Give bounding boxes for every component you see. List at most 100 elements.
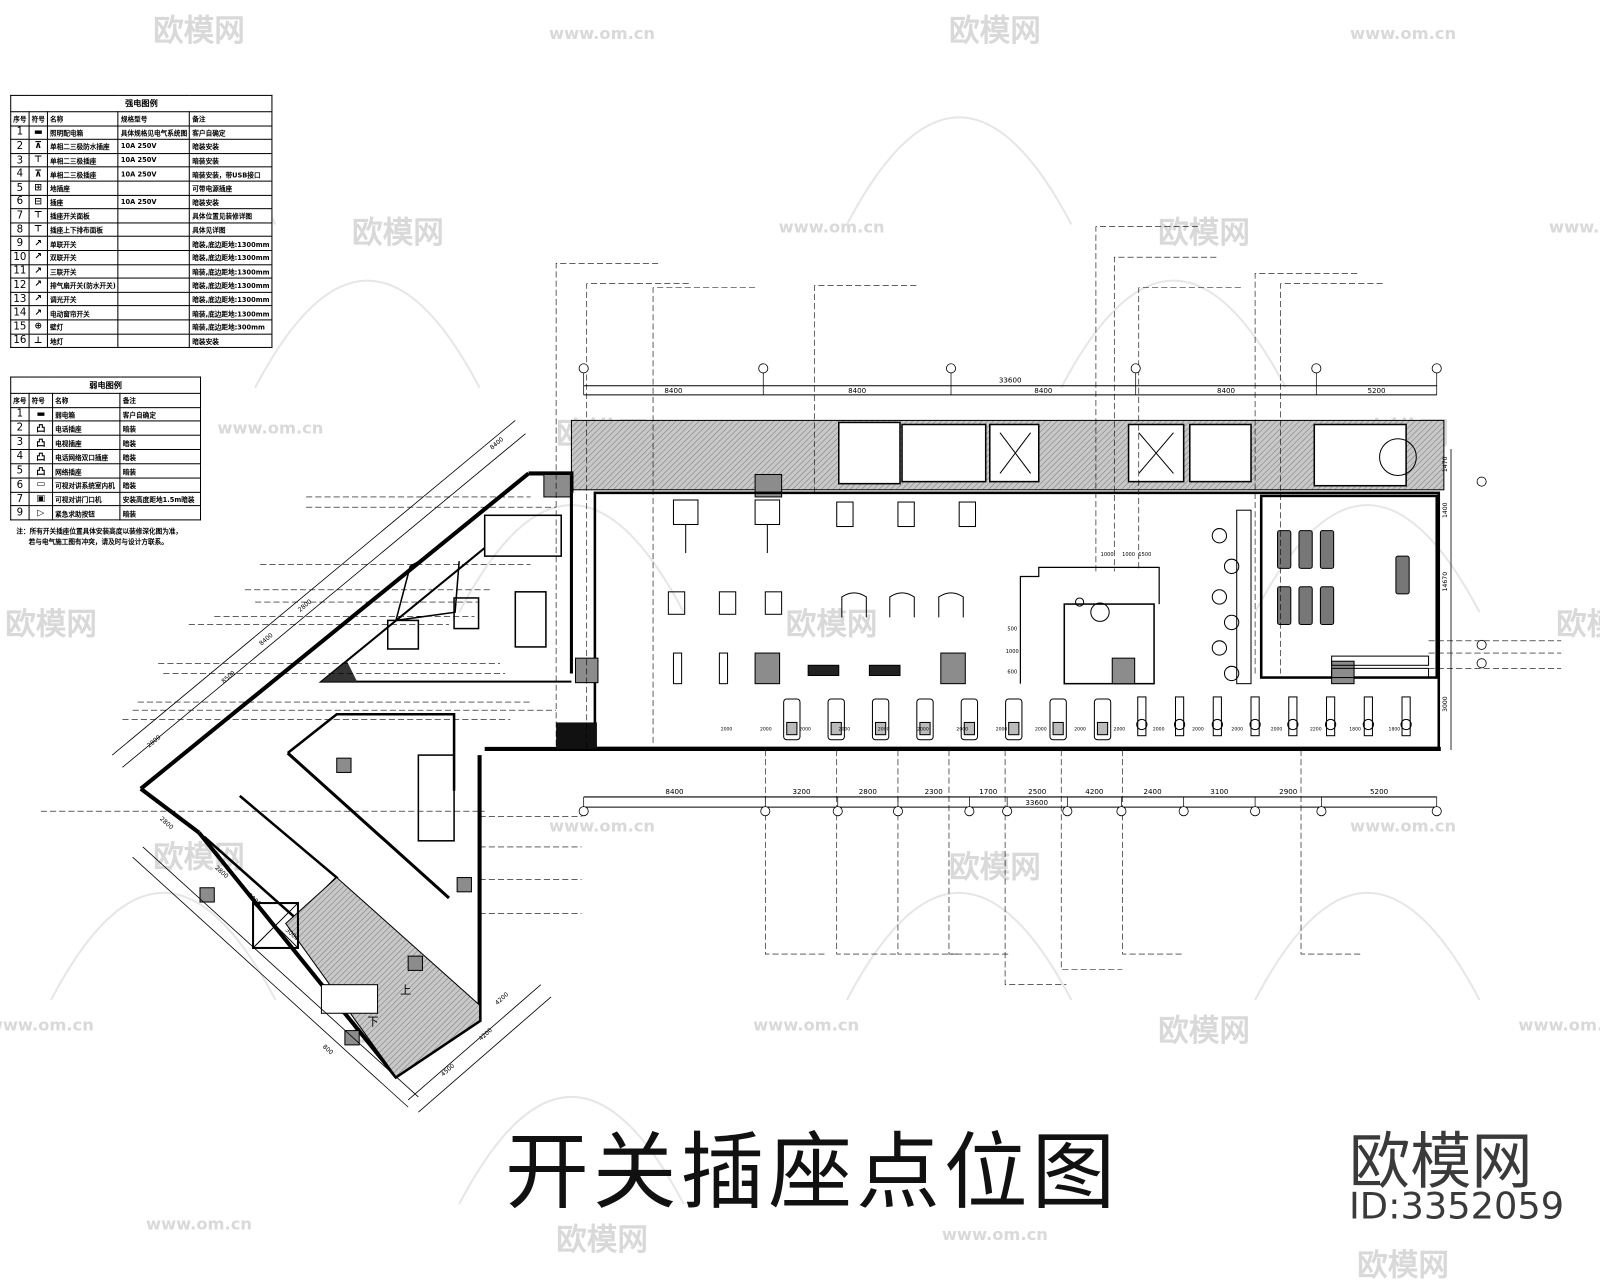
dimension-label: 2000: [1231, 727, 1243, 733]
legend-spec: [117, 263, 191, 279]
treadmill-base: [1052, 721, 1064, 736]
dimension-label: 1700: [979, 787, 998, 796]
watermark-arc: [458, 1095, 685, 1205]
legend-row: 9▷紧急求助按钮暗装: [10, 505, 202, 521]
treadmill-base: [963, 721, 975, 736]
callout-leaders: [40, 226, 1562, 985]
watermark-url: www.om.cn: [146, 1215, 252, 1234]
legend-symbol: ⊤: [28, 152, 48, 168]
legend-symbol: ↗: [28, 291, 48, 307]
watermark-logo: 欧模网: [352, 216, 444, 251]
round-column: [1379, 438, 1417, 477]
legend-name: 可视对讲门口机: [52, 491, 121, 507]
watermark-logo: 欧模网: [556, 1223, 648, 1258]
watermark-logo: 欧模网: [786, 608, 878, 643]
legend-row: 15⊕壁灯暗装,底边距地:300mm: [10, 319, 273, 335]
axis-bubble: [1431, 806, 1442, 817]
legend-name: 调光开关: [46, 291, 119, 307]
watermark-url: www.om.cn: [1549, 218, 1600, 237]
legend-symbol: ↗: [28, 236, 48, 251]
legend-spec: [117, 333, 191, 349]
leader-line: [1122, 749, 1184, 955]
legend-row: 1▬照明配电箱具体规格见电气系统图客户自确定: [10, 125, 273, 140]
legend-spec: [117, 319, 191, 335]
stair-down-label: 下: [367, 1016, 378, 1029]
legend-note: 可带电源插座: [189, 180, 273, 196]
legend-no: 8: [10, 222, 30, 238]
dimension-label: 500: [1007, 627, 1017, 633]
dimension-label: 1000: [1101, 552, 1114, 558]
legend-name: 壁灯: [46, 319, 119, 335]
legend-header-row: 序号符号名称备注: [10, 392, 202, 408]
treadmill: [1049, 698, 1067, 741]
legend-name: 单相二三极防水插座: [46, 138, 119, 154]
legend-spec: 10A 250V: [117, 138, 191, 154]
watermark-logo: 欧模网: [1158, 1014, 1250, 1049]
axis-bubble: [578, 806, 589, 817]
bench: [672, 652, 683, 685]
legend-symbol: ↗: [28, 263, 48, 279]
legend-note: 暗装安装: [189, 152, 273, 168]
brand-logo: 欧模网: [1348, 1126, 1533, 1198]
legend-note: 暗装: [119, 449, 202, 465]
dimension-total: 33600: [1025, 798, 1048, 807]
yoga-mat: [1277, 530, 1292, 569]
legend-name: 电视插座: [52, 434, 121, 451]
yoga-mat: [1298, 586, 1313, 625]
dimension-label: 2500: [1028, 787, 1047, 796]
legend-title: 弱电图例: [10, 376, 202, 394]
legend-note: 暗装: [119, 420, 202, 436]
watermark-logo: 欧模网: [1158, 216, 1250, 251]
elevator-marks: [999, 432, 1417, 477]
treadmill-base: [786, 721, 798, 736]
dimension-label: 2300: [925, 787, 944, 796]
watermark-arc: [254, 279, 481, 389]
multi-gym: [672, 499, 699, 525]
legend-header: 备注: [189, 111, 273, 127]
leader-line: [1004, 749, 1067, 985]
dimension-label: 2000: [1271, 727, 1283, 733]
strength-weight: [1362, 718, 1374, 731]
shaft-room: [1189, 423, 1252, 483]
strength-machine: [1363, 696, 1373, 737]
chair: [1074, 597, 1085, 607]
legend-symbol: ⊕: [28, 319, 48, 335]
strength-weight: [1249, 718, 1261, 731]
leg-machine: [667, 591, 686, 615]
legend-header: 符号: [28, 111, 48, 127]
legend-row: 6▭可视对讲系统室内机暗装: [10, 477, 202, 493]
strength-machine: [1137, 696, 1147, 737]
shaft-fill: [321, 661, 358, 682]
dimension-label: 2000: [1035, 727, 1047, 733]
legend-row: 9↗单联开关暗装,底边距地:1300mm: [10, 236, 273, 251]
legend-symbol: ▭: [28, 477, 54, 493]
treadmill: [783, 698, 801, 741]
stool: [1211, 589, 1228, 605]
watermark-url: www.om.cn: [217, 419, 323, 438]
legend-note: 暗装: [119, 463, 202, 479]
axis-bubble: [1116, 806, 1127, 817]
watermark-logo: 欧模网: [949, 14, 1041, 49]
legend-no: 11: [10, 263, 30, 279]
strong-current-legend: 强电图例 序号符号名称规格型号备注 1▬照明配电箱具体规格见电气系统图客户自确定…: [10, 94, 273, 349]
legend-header: 名称: [46, 111, 119, 127]
axis-bubble: [758, 363, 769, 374]
dimension-label: 2000: [917, 727, 929, 733]
stool: [1223, 614, 1240, 631]
dimension-label: 8400: [1217, 386, 1236, 395]
legend-no: 16: [10, 333, 30, 349]
legend-symbol: ⊞: [28, 180, 48, 196]
leader-line: [836, 749, 898, 955]
legend-spec: [117, 305, 191, 321]
legend-spec: 10A 250V: [117, 152, 191, 168]
legend-name: 插座上下排布面板: [46, 222, 119, 238]
dimension-label: 3000: [1442, 696, 1449, 712]
legend-no: 12: [10, 277, 30, 293]
dimension-label: 8400: [665, 787, 684, 796]
